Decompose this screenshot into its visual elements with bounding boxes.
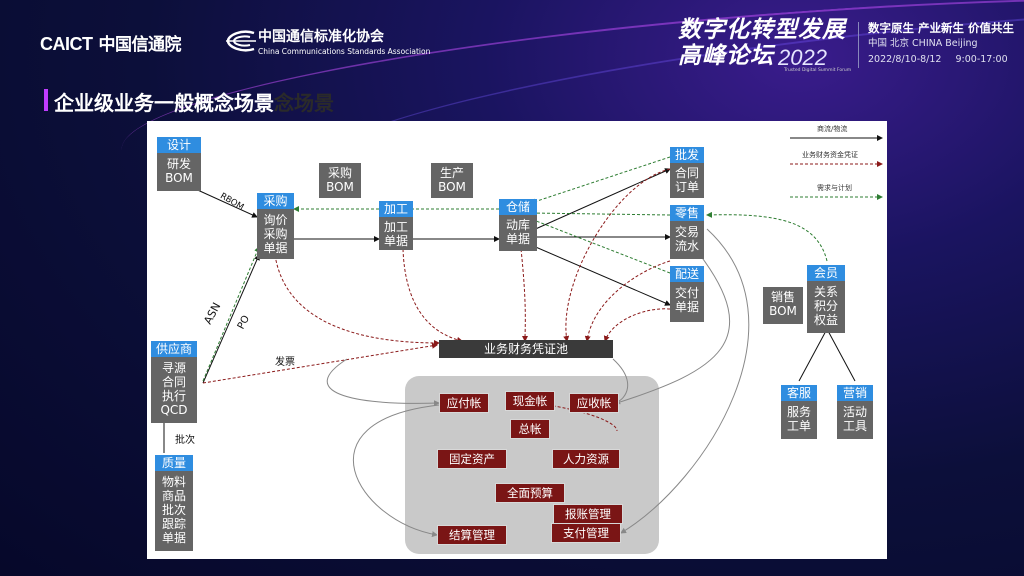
legend-demand: 需求与计划 — [817, 184, 852, 192]
finance-hr: 人力资源 — [552, 449, 620, 469]
demand-wholesale-warehouse — [530, 156, 671, 205]
flow-warehouse-delivery — [530, 244, 671, 306]
marketing-head: 营销 — [837, 385, 873, 401]
title-ghost-text: 念场景 — [274, 91, 334, 115]
forum-logo: 数字化转型发展 高峰论坛 2022 Trusted Digital Summit… — [678, 17, 860, 73]
voucher-pool: 业务财务凭证池 — [439, 340, 613, 358]
delivery-body: 交付 单据 — [670, 282, 704, 322]
processing-head: 加工 — [379, 201, 413, 217]
finance-budget: 全面预算 — [495, 483, 565, 503]
marketing-body: 活动 工具 — [837, 401, 873, 439]
label-batch: 批次 — [175, 435, 195, 446]
curve-pool-payable — [326, 358, 440, 407]
event-location: 中国 北京 CHINA Beijing — [868, 38, 978, 49]
production-bom: 生产 BOM — [431, 163, 473, 198]
retail-body: 交易 流水 — [670, 221, 704, 259]
event-slogan: 数字原生 产业新生 价值共生 — [868, 21, 1015, 35]
forum-sub: Trusted Digital Summit Forum — [784, 68, 852, 73]
demand-delivery-warehouse — [530, 218, 671, 274]
demand-retail-warehouse — [530, 210, 671, 217]
finance-receivable: 应收帐 — [569, 393, 619, 413]
forum-year: 2022 — [778, 45, 827, 70]
design-head: 设计 — [157, 137, 201, 153]
finance-purchase-pool — [274, 254, 440, 346]
curve-payable-settlement — [352, 404, 440, 538]
event-time: 9:00-17:00 — [955, 54, 1008, 65]
ccsa-en: China Communications Standards Associati… — [258, 47, 431, 56]
purchase-body: 询价 采购 单据 — [257, 209, 294, 259]
warehouse-body: 动库 单据 — [499, 215, 537, 251]
event-info: 数字原生 产业新生 价值共生 中国 北京 CHINA Beijing 2022/… — [868, 20, 1014, 68]
finance-ledger: 总帐 — [510, 419, 550, 439]
finance-warehouse-pool — [520, 248, 529, 342]
ccsa-name: 中国通信标准化协会 — [258, 29, 384, 45]
flow-design-purchase — [190, 186, 258, 218]
curve-receivable-retail — [616, 250, 730, 404]
demand-member-retail — [706, 211, 828, 262]
flow-supplier-purchase — [202, 254, 260, 384]
finance-retail-pool — [584, 260, 671, 342]
finance-fixed-assets: 固定资产 — [437, 449, 507, 469]
forum-title-line1: 数字化转型发展 — [678, 17, 846, 43]
wholesale-body: 合同 订单 — [670, 163, 704, 198]
curve-retail-payment — [620, 228, 750, 534]
event-date: 2022/8/10-8/12 — [868, 54, 942, 65]
quality-body: 物料 商品 批次 跟踪 单据 — [155, 471, 193, 551]
flow-member-service — [798, 328, 828, 382]
service-body: 服务 工单 — [781, 401, 817, 439]
service-head: 客服 — [781, 385, 817, 401]
finance-delivery-pool — [603, 308, 671, 342]
ccsa-logo: 中国通信标准化协会 China Communications Standards… — [224, 26, 430, 56]
design-body: 研发 BOM — [157, 153, 201, 191]
finance-supplier-pool — [202, 342, 438, 384]
finance-wholesale-pool — [563, 168, 671, 342]
delivery-head: 配送 — [670, 266, 704, 282]
finance-expense: 报账管理 — [553, 504, 623, 524]
title-accent-bar — [44, 89, 48, 111]
processing-body: 加工 单据 — [379, 217, 413, 250]
member-head: 会员 — [807, 265, 845, 281]
retail-head: 零售 — [670, 205, 704, 221]
purchase-bom: 采购 BOM — [319, 163, 361, 198]
demand-supplier-purchase — [202, 246, 260, 382]
purchase-head: 采购 — [257, 193, 294, 209]
finance-processing-pool — [402, 248, 463, 343]
finance-payment: 支付管理 — [551, 523, 621, 543]
supplier-head: 供应商 — [151, 341, 197, 357]
ccsa-emblem-icon — [226, 30, 256, 52]
diagram-panel: 商流/物流 业务财务资金凭证 需求与计划 设计 研发 BOM 采购 询价 采购 … — [147, 121, 887, 559]
finance-inner-link — [517, 400, 618, 432]
finance-cash: 现金帐 — [505, 391, 555, 411]
member-body: 关系 积分 权益 — [807, 281, 845, 333]
header-divider — [858, 22, 859, 68]
supplier-body: 寻源 合同 执行 QCD — [151, 357, 197, 423]
sales-bom: 销售 BOM — [763, 287, 803, 324]
quality-head: 质量 — [155, 455, 193, 471]
legend-finance: 业务财务资金凭证 — [802, 151, 858, 159]
page-title: 企业级业务一般概念场景念场景 — [54, 91, 334, 115]
warehouse-head: 仓储 — [499, 199, 537, 215]
flow-member-marketing — [826, 328, 856, 382]
caict-name: 中国信通院 — [98, 35, 182, 55]
forum-title-line2: 高峰论坛 — [678, 43, 774, 69]
finance-payable: 应付帐 — [439, 393, 489, 413]
label-invoice: 发票 — [275, 357, 295, 368]
finance-settlement: 结算管理 — [437, 525, 507, 545]
wholesale-head: 批发 — [670, 147, 704, 163]
legend-flow: 商流/物流 — [817, 125, 848, 133]
